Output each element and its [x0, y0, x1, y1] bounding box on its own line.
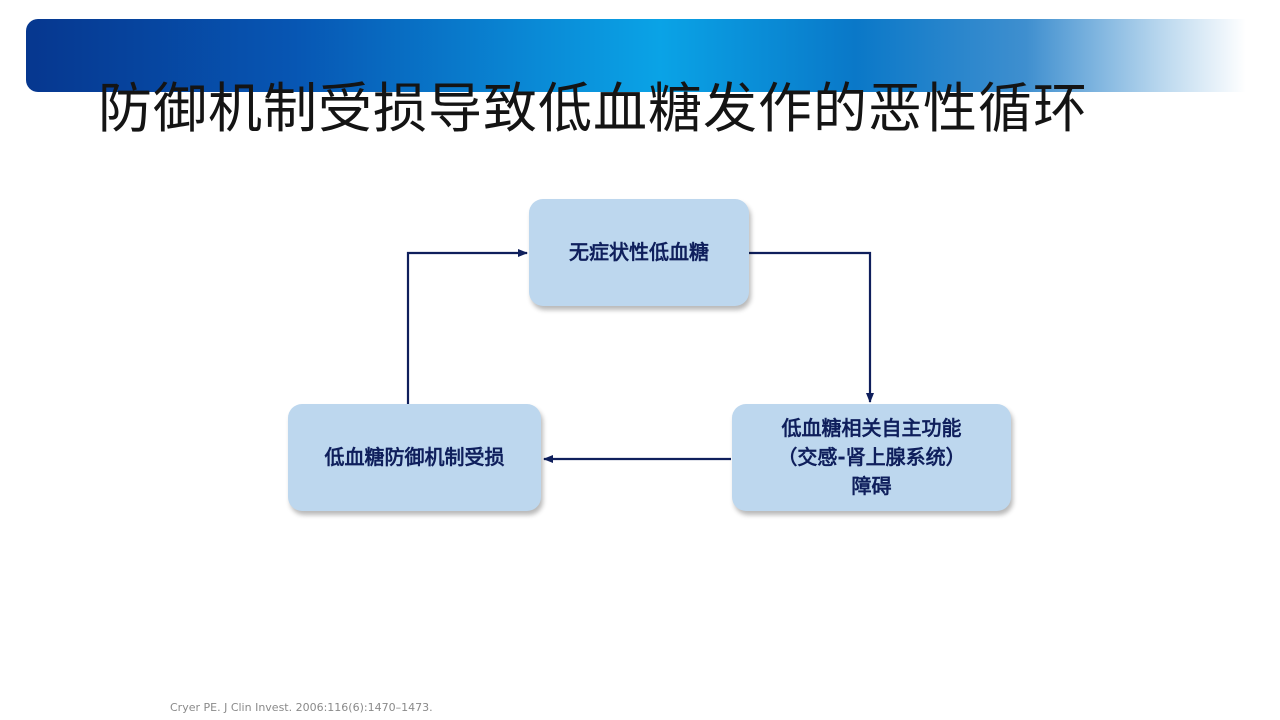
node-right-line-1: 低血糖相关自主功能 — [781, 416, 962, 440]
node-right-line-2: （交感-肾上腺系统） — [777, 445, 966, 469]
slide-title: 防御机制受损导致低血糖发作的恶性循环 — [98, 77, 1088, 140]
node-right-line-3: 障碍 — [851, 474, 892, 498]
node-autonomic-failure: 低血糖相关自主功能 （交感-肾上腺系统） 障碍 — [732, 404, 1011, 511]
header-banner — [26, 19, 1246, 92]
node-top-label: 无症状性低血糖 — [569, 240, 709, 264]
node-left-label: 低血糖防御机制受损 — [324, 445, 505, 469]
node-asymptomatic-hypoglycemia: 无症状性低血糖 — [529, 199, 749, 306]
citation: Cryer PE. J Clin Invest. 2006:116(6):147… — [170, 701, 433, 714]
arrow-left-to-top — [406, 249, 528, 404]
arrow-top-to-right — [749, 251, 874, 403]
node-defense-impaired: 低血糖防御机制受损 — [288, 404, 541, 511]
